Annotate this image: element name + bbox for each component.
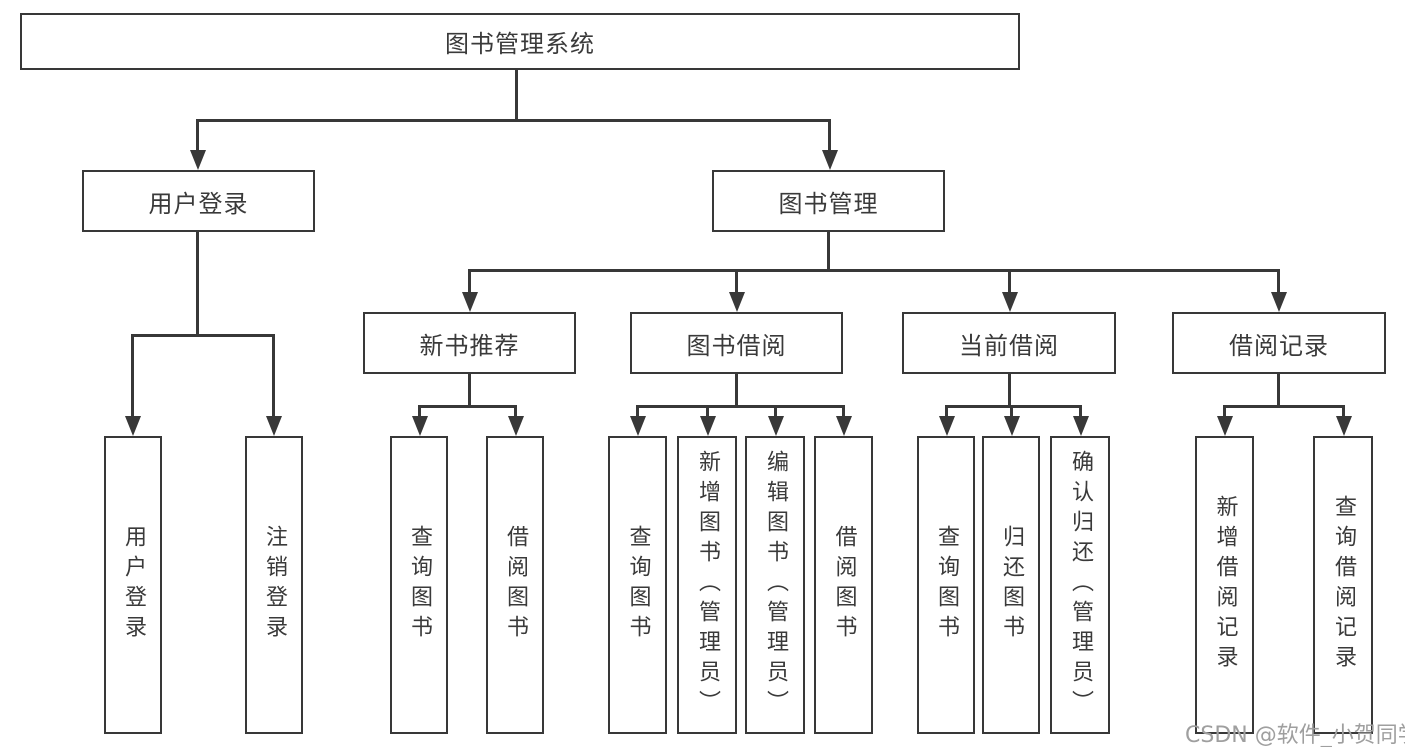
arrow-to-edit-books-admin [774,405,777,416]
arrow-to-query-books-current [945,405,948,416]
arrow-to-book-management [828,119,831,150]
leaf-borrow-books-recommend-label: 借阅图书 [503,525,528,645]
arrow-to-add-books-admin [706,405,709,416]
connector-records-bar [1223,405,1345,408]
leaf-borrow-books-recommend: 借阅图书 [486,436,544,734]
node-new-book-recommendation: 新书推荐 [363,312,576,374]
leaf-edit-books-admin: 编辑图书（管理员） [745,436,805,734]
leaf-query-borrow-record: 查询借阅记录 [1313,436,1373,734]
node-library-management-system-label: 图书管理系统 [445,30,595,58]
leaf-query-books-current-label: 查询图书 [934,525,959,645]
arrow-to-new-book-recommendation [468,269,471,292]
leaf-user-login: 用户登录 [104,436,162,734]
leaf-logout: 注销登录 [245,436,303,734]
leaf-add-borrow-record: 新增借阅记录 [1195,436,1254,734]
connector-user-login-bar [131,334,275,337]
connector-recommendation-stem [468,373,471,406]
connector-borrowing-bar [636,405,845,408]
leaf-query-borrow-record-label: 查询借阅记录 [1331,495,1356,675]
connector-root-stem [515,69,518,120]
arrow-to-current-borrowing [1008,269,1011,292]
node-library-management-system: 图书管理系统 [20,13,1020,70]
connector-book-management-stem [827,231,830,270]
leaf-return-books-label: 归还图书 [999,525,1024,645]
leaf-confirm-return-admin-label: 确认归还（管理员） [1068,450,1093,720]
arrow-to-borrow-books-recommend [514,405,517,416]
node-book-borrowing: 图书借阅 [630,312,843,374]
connector-borrowing-stem [735,373,738,406]
leaf-return-books: 归还图书 [982,436,1040,734]
connector-recommendation-bar [418,405,517,408]
arrow-to-return-books [1010,405,1013,416]
leaf-add-books-admin-label: 新增图书（管理员） [695,450,720,720]
leaf-query-books-recommend: 查询图书 [390,436,448,734]
arrow-to-book-borrowing [735,269,738,292]
node-current-borrowing-label: 当前借阅 [959,331,1059,360]
node-current-borrowing: 当前借阅 [902,312,1116,374]
leaf-edit-books-admin-label: 编辑图书（管理员） [763,450,788,720]
connector-user-login-stem [196,231,199,335]
leaf-query-books-borrowing-label: 查询图书 [625,525,651,645]
connector-records-stem [1277,373,1280,406]
leaf-borrow-books-borrowing: 借阅图书 [814,436,873,734]
leaf-user-login-label: 用户登录 [121,525,146,645]
leaf-query-books-recommend-label: 查询图书 [407,525,432,645]
csdn-watermark: CSDN @软件_小贺同学 [1185,723,1405,747]
node-book-management-label: 图书管理 [778,189,879,218]
arrow-to-query-books-borrowing [636,405,639,416]
arrow-to-query-books-recommend [418,405,421,416]
node-user-login-label: 用户登录 [148,189,249,218]
leaf-query-books-current: 查询图书 [917,436,975,734]
node-user-login: 用户登录 [82,170,315,232]
node-book-borrowing-label: 图书借阅 [686,331,787,360]
arrow-to-leaf-user-login [131,334,134,416]
leaf-borrow-books-borrowing-label: 借阅图书 [831,525,857,645]
connector-book-management-bar [468,269,1280,272]
arrow-to-user-login [196,119,199,150]
arrow-to-leaf-logout [272,334,275,416]
connector-root-bar [196,119,831,122]
leaf-confirm-return-admin: 确认归还（管理员） [1050,436,1110,734]
leaf-query-books-borrowing: 查询图书 [608,436,667,734]
connector-current-stem [1008,373,1011,406]
node-new-book-recommendation-label: 新书推荐 [419,331,520,360]
leaf-logout-label: 注销登录 [262,525,287,645]
arrow-to-add-borrow-record [1223,405,1226,416]
leaf-add-borrow-record-label: 新增借阅记录 [1212,495,1238,675]
arrow-to-borrowing-records [1277,269,1280,292]
arrow-to-query-borrow-record [1342,405,1345,416]
arrow-to-borrow-books-borrowing [842,405,845,416]
leaf-add-books-admin: 新增图书（管理员） [677,436,737,734]
node-borrowing-records: 借阅记录 [1172,312,1386,374]
node-book-management: 图书管理 [712,170,945,232]
connector-current-bar [945,405,1082,408]
node-borrowing-records-label: 借阅记录 [1229,331,1329,360]
arrow-to-confirm-return-admin [1079,405,1082,416]
